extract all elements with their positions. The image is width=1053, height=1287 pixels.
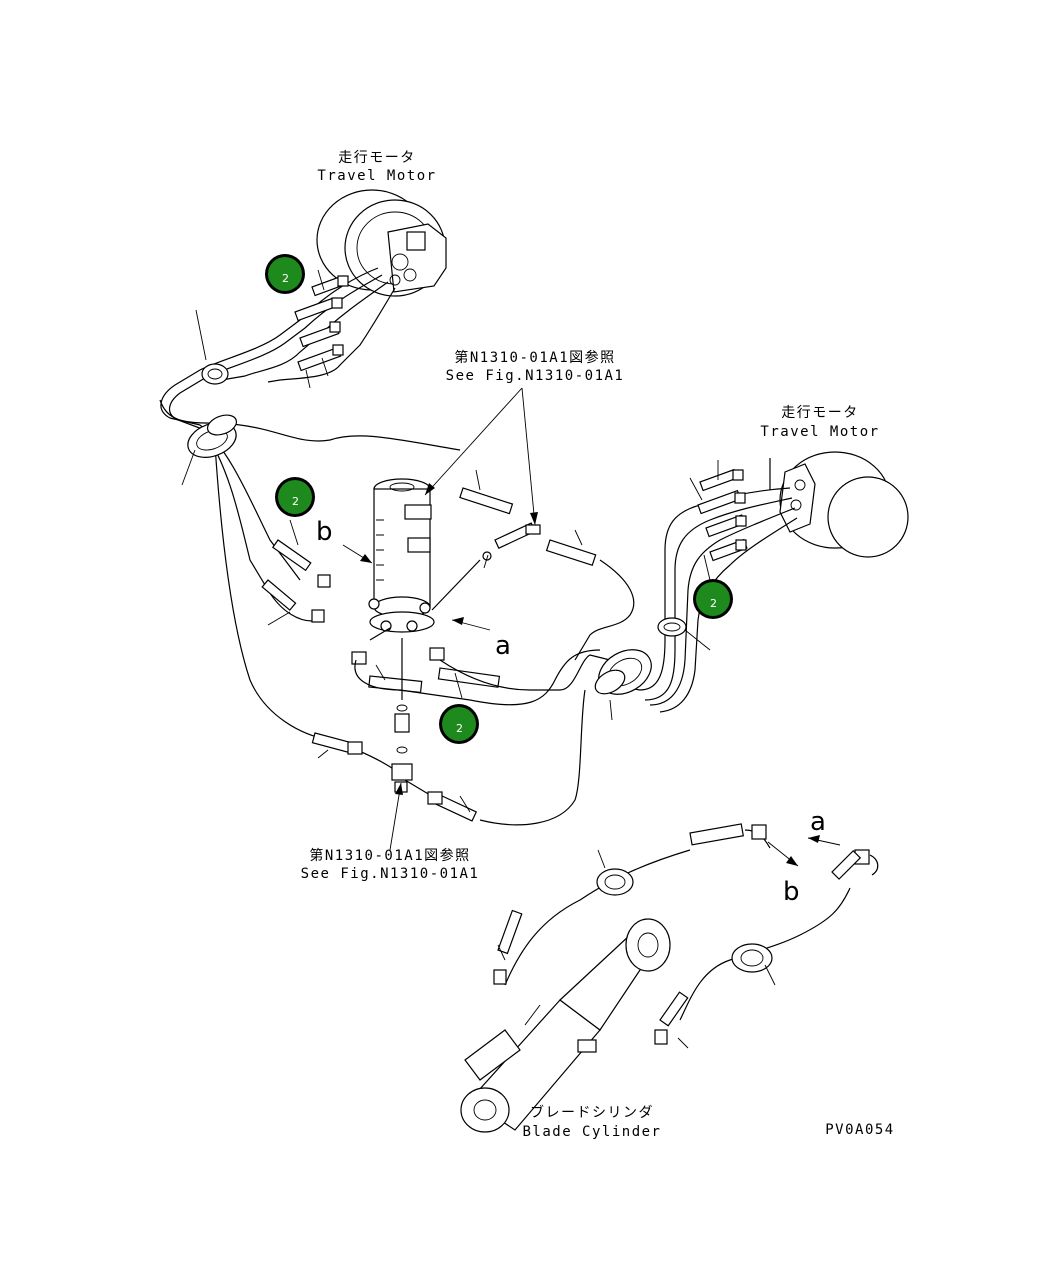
label-travel-motor-right-jp: 走行モータ: [781, 405, 859, 421]
label-view-a: a: [495, 631, 511, 661]
right-hose-fittings: [689, 460, 748, 581]
leader-clamp-top: [195, 309, 207, 361]
label-drawing-code: PV0A054: [825, 1122, 895, 1138]
label-ref-top-en: See Fig.N1310-01A1: [446, 368, 625, 384]
leader-clamp-lower: [181, 449, 196, 486]
center-hoses: [329, 559, 635, 826]
label-ref-bottom-jp: 第N1310-01A1図参照: [309, 847, 470, 864]
travel-motor-right: [779, 451, 909, 558]
label-detail-b: b: [783, 877, 800, 907]
leader-clamp-right-upper: [684, 629, 711, 651]
label-blade-cylinder-en: Blade Cylinder: [522, 1124, 661, 1140]
bottom-tee-fittings: [311, 704, 478, 822]
leader-clamp-right-lower: [609, 699, 613, 721]
clamp-left-lower: [187, 414, 238, 458]
center-swivel-joint: [368, 478, 435, 633]
label-ref-bottom-en: See Fig.N1310-01A1: [301, 866, 480, 882]
clamp-right-lower: [594, 649, 652, 695]
label-view-b: b: [316, 517, 333, 547]
label-travel-motor-right-en: Travel Motor: [760, 424, 879, 440]
label-travel-motor-top-en: Travel Motor: [317, 168, 436, 184]
label-blade-cylinder-jp: ブレードシリンダ: [530, 1104, 654, 1121]
item-badge-number: 2: [292, 495, 299, 508]
item-badge-number: 2: [282, 272, 289, 285]
clamp-right-upper: [657, 617, 687, 637]
label-detail-a: a: [810, 807, 826, 837]
clamp-left-upper: [201, 363, 229, 385]
hose-fittings-top-left: [294, 269, 349, 389]
item-badge-center-bottom[interactable]: 2: [439, 704, 479, 744]
label-ref-top-jp: 第N1310-01A1図参照: [454, 349, 615, 366]
item-badge-number: 2: [456, 722, 463, 735]
detail-arrow-b: [767, 841, 799, 867]
label-travel-motor-top-jp: 走行モータ: [338, 150, 416, 166]
view-arrow-b: [342, 544, 373, 564]
blade-cylinder-detail: [460, 823, 879, 1133]
ref-leaders-top: [424, 387, 538, 526]
item-badge-number: 2: [710, 597, 717, 610]
detail-arrow-a: [807, 835, 841, 846]
item-badge-top-left[interactable]: 2: [265, 254, 305, 294]
travel-motor-left: [316, 189, 447, 297]
ref-leader-bottom: [389, 782, 403, 851]
item-badge-center-left[interactable]: 2: [275, 477, 315, 517]
view-arrow-a: [451, 617, 491, 631]
item-badge-right[interactable]: 2: [693, 579, 733, 619]
center-leaders: [267, 469, 583, 813]
